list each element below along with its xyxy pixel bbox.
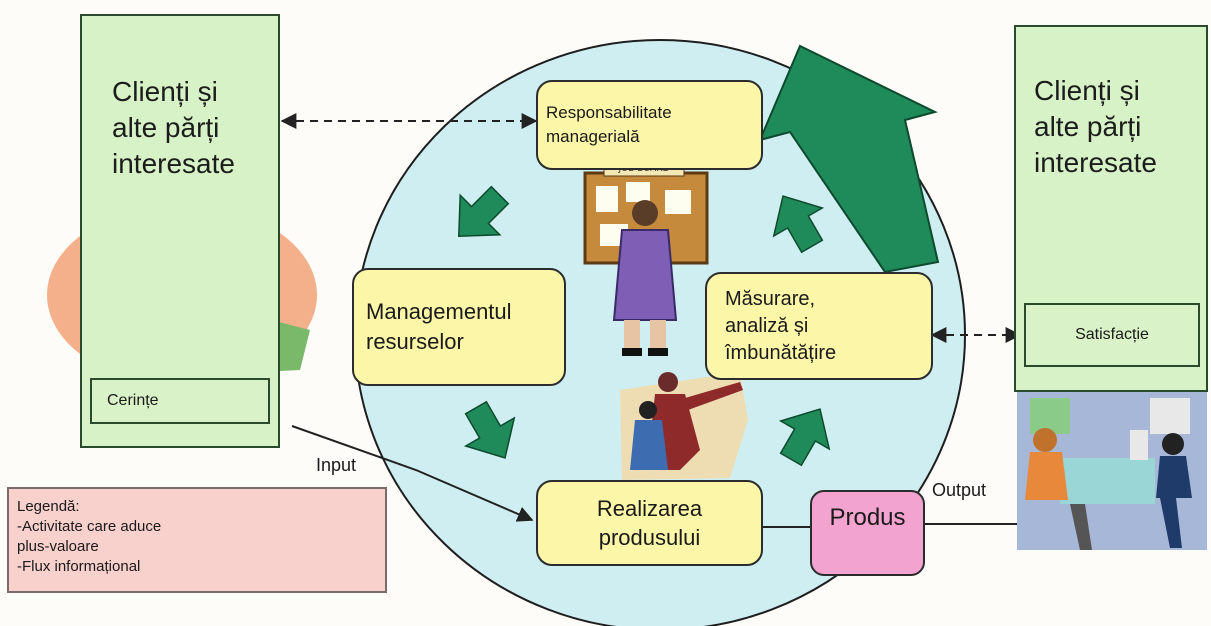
- cycle-arrow-up-right-bottom: [778, 408, 831, 467]
- left-clients-panel: Clienți și alte părți interesate Cerințe: [80, 14, 280, 448]
- legend-value-activity-line2: plus-valoare: [17, 538, 99, 555]
- cycle-arrow-down-left: [458, 185, 510, 237]
- product-realization-box: Realizarea produsului: [536, 480, 763, 566]
- right-clients-panel: Clienți și alte părți interesate Satisfa…: [1014, 25, 1208, 392]
- left-clients-title: Clienți și alte părți interesate: [112, 76, 235, 179]
- product-box: Produs: [810, 490, 925, 576]
- resource-management-label: Managementul resurselor: [366, 299, 512, 354]
- office-scene-clipart: [1017, 390, 1207, 550]
- measurement-label: Măsurare, analiză și îmbunătățire: [725, 287, 837, 364]
- cycle-arrow-up-left-top: [772, 195, 825, 254]
- legend-value-activity-line1: -Activitate care aduce: [17, 518, 162, 535]
- management-responsibility-box: Responsabilitate managerială: [536, 80, 763, 170]
- cycle-arrow-down-right: [463, 400, 516, 459]
- measurement-box: Măsurare, analiză și îmbunătățire: [705, 272, 933, 380]
- resource-management-box: Managementul resurselor: [352, 268, 566, 386]
- product-realization-label: Realizarea produsului: [596, 496, 703, 550]
- input-label: Input: [316, 455, 357, 475]
- product-label: Produs: [829, 504, 906, 531]
- input-line: [291, 425, 534, 522]
- requirements-label: Cerințe: [107, 392, 159, 409]
- right-clients-title: Clienți și alte părți interesate: [1034, 75, 1157, 178]
- pointing-people-clipart: [620, 372, 748, 480]
- output-label: Output: [932, 480, 987, 500]
- legend-box: Legendă: -Activitate care aduce plus-val…: [7, 487, 387, 593]
- legend-info-flow: -Flux informațional: [17, 558, 141, 575]
- continual-improvement-arrow: [758, 44, 940, 274]
- satisfaction-label: Satisfacție: [1075, 326, 1149, 343]
- management-responsibility-label: Responsabilitate managerială: [546, 103, 672, 146]
- requirements-box: Cerințe: [90, 378, 270, 424]
- legend-title: Legendă:: [17, 498, 80, 515]
- satisfaction-box: Satisfacție: [1024, 303, 1200, 367]
